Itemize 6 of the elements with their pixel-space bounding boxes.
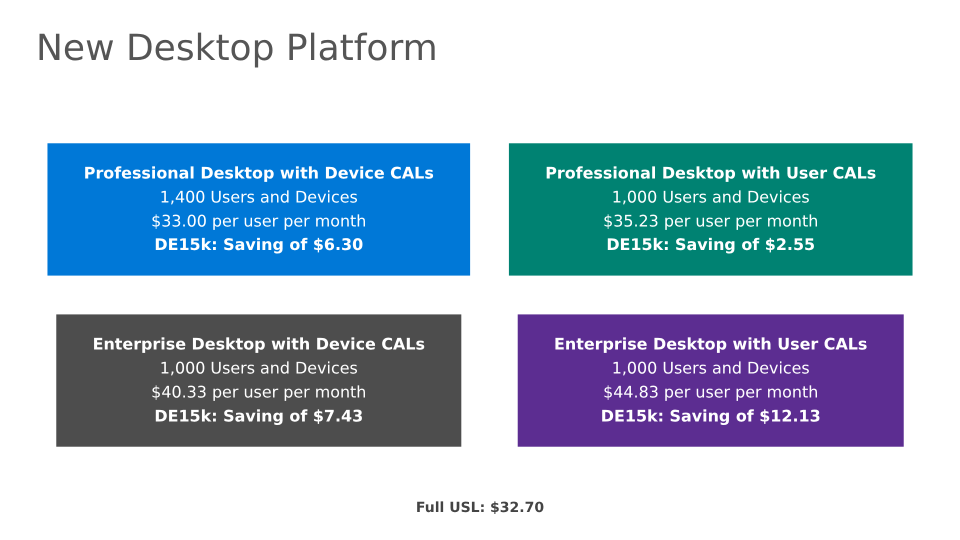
- node-box: Enterprise Desktop with Device CALs 1,000 Users and Devices $40.33 per user per month DE15k: Saving of $7.43: [56, 314, 462, 447]
- node-box: Professional Desktop with Device CALs 1,400 Users and Devices $33.00 per user per month DE15k: Saving of $6.30: [47, 143, 470, 276]
- note-text: Full USL: $32.70: [414, 500, 546, 516]
- title: New Desktop Platform: [36, 28, 438, 69]
- node-box: Professional Desktop with User CALs 1,000 Users and Devices $35.23 per user per month DE15k: Saving of $2.55: [508, 143, 913, 276]
- node-box: Enterprise Desktop with User CALs 1,000 Users and Devices $44.83 per user per month DE15k: Saving of $12.13: [518, 314, 904, 447]
